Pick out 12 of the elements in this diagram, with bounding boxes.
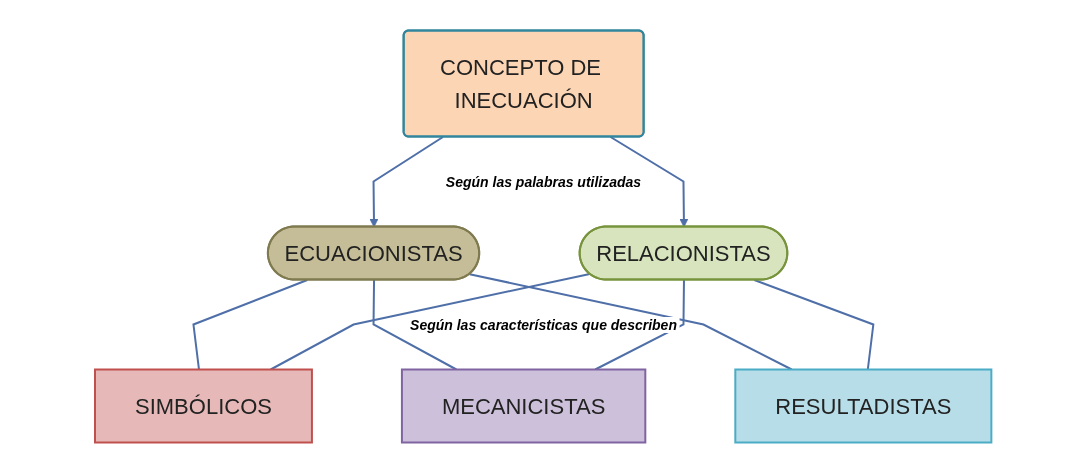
- connector: [192, 279, 309, 371]
- node-box: RESULTADISTAS: [734, 368, 993, 444]
- connector: [469, 273, 794, 371]
- connector: [270, 272, 592, 371]
- node-box: MECANICISTAS: [401, 368, 647, 444]
- edge-group-label: Según las características que describen: [407, 316, 680, 333]
- node-box: SIMBÓLICOS: [94, 368, 314, 444]
- connector: [372, 279, 458, 371]
- arrow: [369, 136, 445, 228]
- arrow: [609, 136, 689, 228]
- connector: [594, 279, 686, 371]
- connector: [753, 279, 875, 371]
